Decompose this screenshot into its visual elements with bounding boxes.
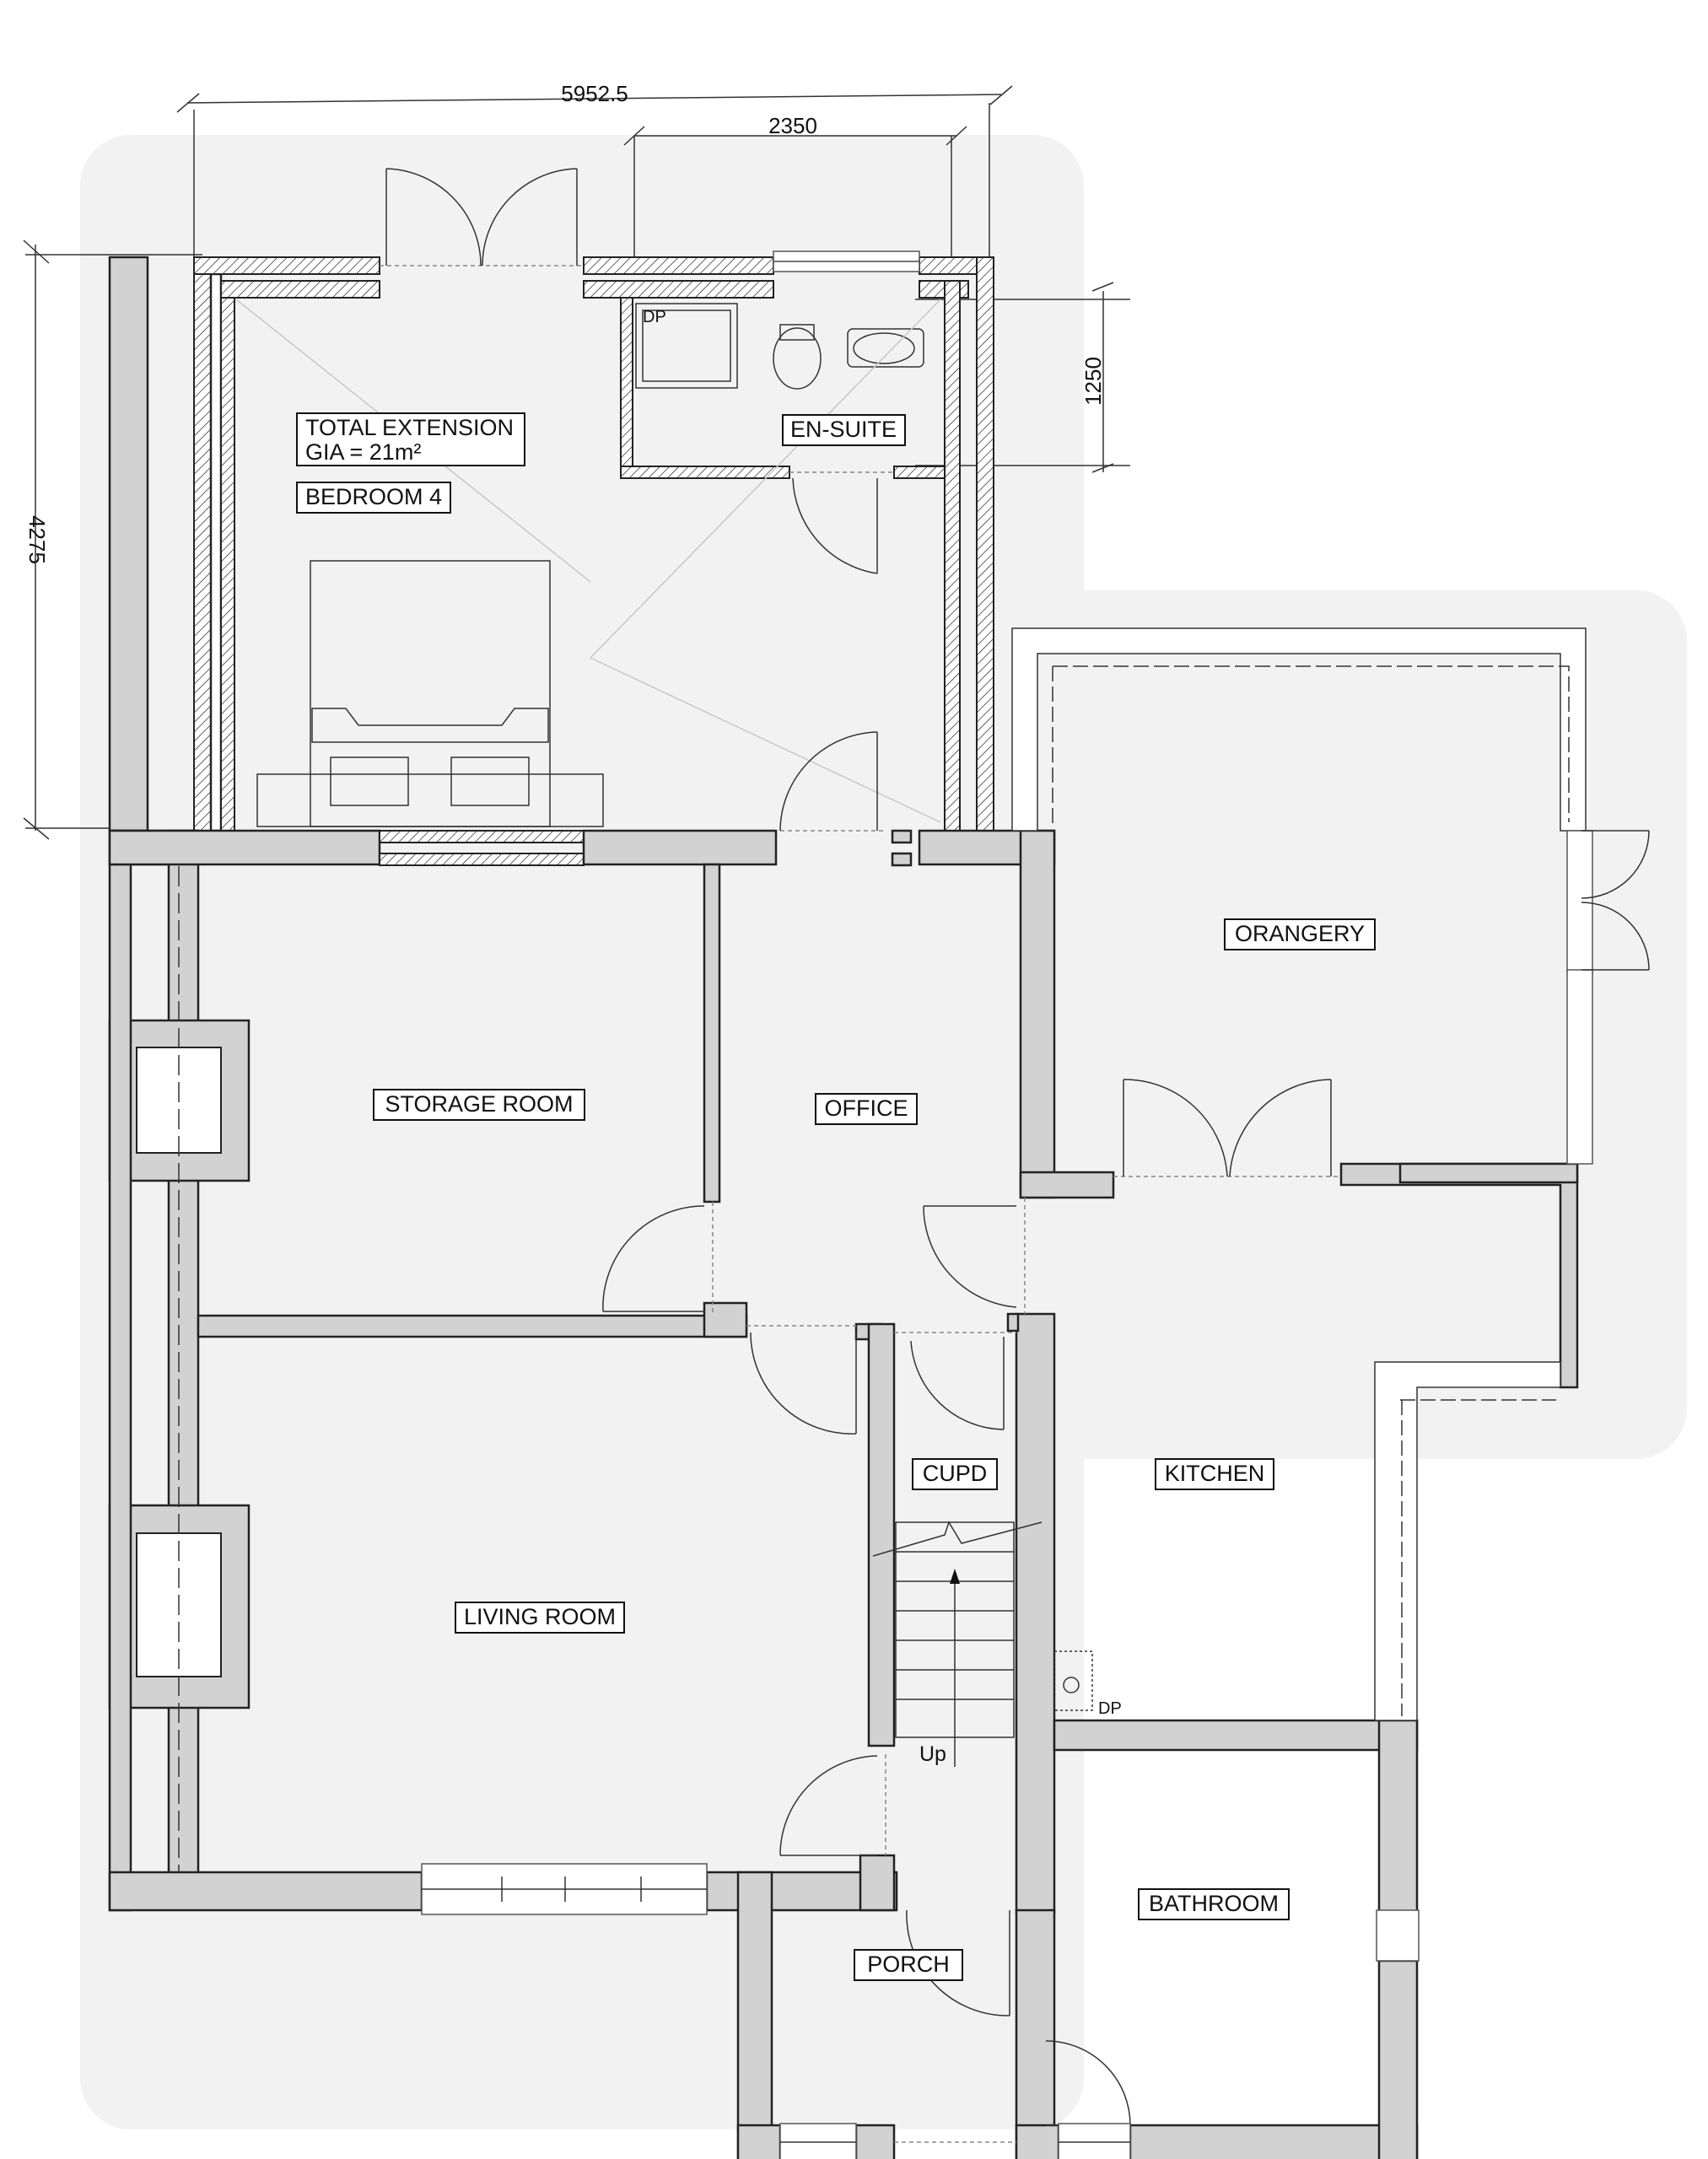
- office-door: [746, 1325, 857, 1435]
- kitchen-office-door: [923, 1198, 1026, 1314]
- dimension-label-ensuite-width: 2350: [768, 113, 817, 138]
- storage-room-label: STORAGE ROOM: [385, 1091, 573, 1117]
- label-bathroom: BATHROOM: [1138, 1888, 1290, 1920]
- dimension-label-overall-width: 5952.5: [561, 81, 628, 106]
- extension-walls: [193, 256, 994, 832]
- ensuite-dp-label: DP: [643, 308, 666, 326]
- label-porch: PORCH: [854, 1949, 963, 1981]
- dimension-ensuite-width: 2350: [623, 113, 967, 261]
- total-extension-area: GIA = 21m²: [305, 439, 421, 465]
- kitchen-label: KITCHEN: [1165, 1461, 1265, 1486]
- existing-walls: [108, 256, 1579, 2159]
- label-orangery: ORANGERY: [1224, 918, 1376, 950]
- dimension-overall-width: 5952.5: [176, 81, 1013, 257]
- bedroom-french-doors: [380, 168, 584, 267]
- background-halo: [80, 135, 1687, 2129]
- label-total-extension: TOTAL EXTENSION GIA = 21m²: [296, 412, 525, 466]
- storage-door: [602, 1202, 714, 1316]
- stairs-up-label: Up: [919, 1742, 946, 1766]
- dimension-label-ensuite-depth: 1250: [1080, 357, 1106, 406]
- bedroom-4-label: BEDROOM 4: [305, 484, 442, 509]
- orangery-label: ORANGERY: [1235, 921, 1365, 946]
- dimension-label-extension-depth: 4275: [24, 515, 50, 564]
- ensuite-window: [773, 250, 920, 272]
- label-living-room: LIVING ROOM: [455, 1602, 625, 1634]
- porch-window: [779, 2123, 857, 2159]
- label-kitchen: KITCHEN: [1155, 1458, 1274, 1490]
- cupboard-door: [894, 1332, 1016, 1430]
- bedroom-door: [779, 731, 884, 832]
- label-storage-room: STORAGE ROOM: [373, 1089, 585, 1121]
- label-office: OFFICE: [815, 1093, 918, 1125]
- staircase: Up: [872, 1521, 1043, 1767]
- living-room-door: [779, 1754, 886, 1856]
- orangery-french-doors: [1113, 1079, 1341, 1177]
- ensuite-fixtures: DP: [635, 303, 924, 390]
- dimension-extension-depth: 4275: [23, 240, 202, 840]
- orangery-frame: [1011, 627, 1650, 1165]
- label-bedroom-4: BEDROOM 4: [296, 482, 451, 514]
- total-extension-label: TOTAL EXTENSION: [305, 415, 514, 440]
- label-cupd: CUPD: [912, 1458, 998, 1490]
- en-suite-label: EN-SUITE: [790, 417, 897, 442]
- ensuite-door: [789, 471, 894, 574]
- bathroom-window: [1058, 1909, 1420, 2159]
- office-label: OFFICE: [825, 1096, 908, 1121]
- living-room-label: LIVING ROOM: [464, 1604, 616, 1629]
- porch-label: PORCH: [867, 1952, 950, 1977]
- kitchen-dp-label: DP: [1098, 1699, 1122, 1718]
- cupd-label: CUPD: [923, 1461, 988, 1486]
- dimension-ensuite-depth: 1250: [915, 282, 1130, 473]
- kitchen-glazing: [1374, 1361, 1561, 1721]
- bathroom-label: BATHROOM: [1149, 1891, 1279, 1916]
- label-en-suite: EN-SUITE: [782, 414, 906, 446]
- living-room-window: [421, 1863, 708, 1915]
- kitchen-downpipe: DP: [1053, 1650, 1122, 1718]
